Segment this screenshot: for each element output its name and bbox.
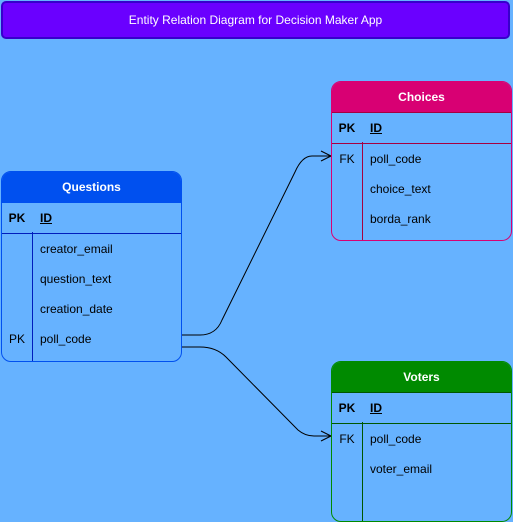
voters-pk-row: PK ID <box>332 393 511 424</box>
questions-field-row: PK poll_code <box>2 324 181 354</box>
voters-field-row: voter_email <box>332 454 511 484</box>
voters-pk-field: ID <box>370 401 382 415</box>
choices-field-row: borda_rank <box>332 204 511 234</box>
questions-field-row: question_text <box>2 264 181 294</box>
field-key <box>332 174 362 204</box>
field-key: FK <box>339 432 355 446</box>
questions-pk-field: ID <box>40 211 52 225</box>
questions-to-choices-connector <box>182 155 331 336</box>
choices-pk-field: ID <box>370 121 382 135</box>
field-name: choice_text <box>370 182 431 196</box>
voters-field-row: FK poll_code <box>332 424 511 454</box>
choices-field-row: choice_text <box>332 174 511 204</box>
questions-field-row: creation_date <box>2 294 181 324</box>
voters-pk-key: PK <box>338 401 356 415</box>
questions-key-divider <box>32 232 33 361</box>
field-name: question_text <box>40 272 112 286</box>
field-name: borda_rank <box>370 212 431 226</box>
questions-entity-title: Questions <box>2 172 181 203</box>
questions-entity[interactable]: Questions PK ID creator_email question_t… <box>1 171 182 362</box>
questions-pk-key: PK <box>8 211 26 225</box>
field-key <box>2 264 32 294</box>
diagram-title: Entity Relation Diagram for Decision Mak… <box>1 1 510 39</box>
field-name: poll_code <box>40 332 92 346</box>
field-name: poll_code <box>370 432 422 446</box>
field-key: FK <box>339 152 355 166</box>
field-key <box>332 204 362 234</box>
field-key <box>2 234 32 264</box>
questions-pk-row: PK ID <box>2 203 181 234</box>
choices-pk-key: PK <box>338 121 356 135</box>
voters-crowfoot-icon <box>320 430 332 442</box>
choices-entity[interactable]: Choices PK ID FK poll_code choice_text b… <box>331 81 512 241</box>
voters-entity-title: Voters <box>332 362 511 393</box>
field-name: voter_email <box>370 462 433 476</box>
questions-to-voters-connector <box>182 346 331 437</box>
field-name: creation_date <box>40 302 113 316</box>
field-name: creator_email <box>40 242 113 256</box>
choices-entity-title: Choices <box>332 82 511 113</box>
voters-entity[interactable]: Voters PK ID FK poll_code voter_email <box>331 361 512 522</box>
questions-field-row: creator_email <box>2 234 181 264</box>
field-name: poll_code <box>370 152 422 166</box>
field-key <box>332 454 362 484</box>
field-key <box>2 294 32 324</box>
voters-key-divider <box>362 422 363 521</box>
field-key: PK <box>8 332 25 346</box>
choices-crowfoot-icon <box>320 150 332 162</box>
choices-pk-row: PK ID <box>332 113 511 144</box>
choices-key-divider <box>362 142 363 240</box>
choices-field-row: FK poll_code <box>332 144 511 174</box>
